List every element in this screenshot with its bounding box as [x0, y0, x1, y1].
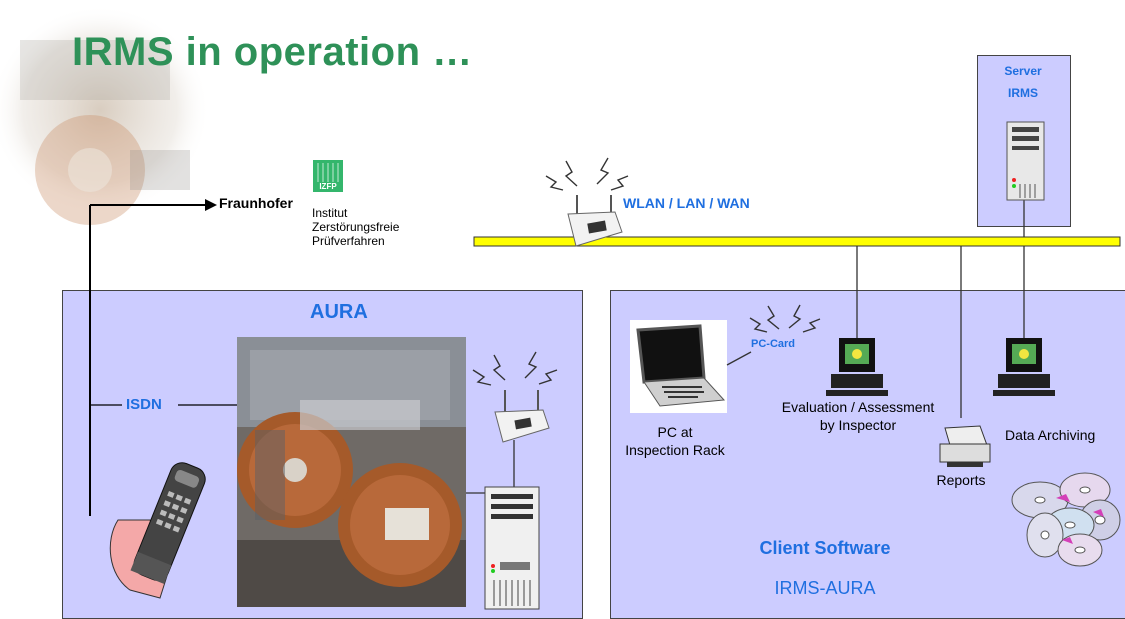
client-software-title: Client Software	[759, 538, 891, 558]
aura-title: AURA	[310, 301, 368, 323]
fraunhofer-brand: Fraunhofer	[219, 195, 293, 211]
pc-card-line	[726, 351, 752, 366]
isdn-label: ISDN	[126, 396, 162, 413]
slide-title: IRMS in operation …	[72, 30, 473, 74]
isdn-arrow-head	[205, 199, 217, 211]
wlan-access-point-icon	[545, 157, 629, 247]
eval-workstation-icon	[826, 338, 888, 396]
laptop-icon	[630, 320, 727, 413]
izfp-badge-text: IZFP	[319, 182, 337, 191]
pc-label-line2: Inspection Rack	[625, 442, 725, 458]
institute-line1: Institut	[312, 206, 348, 220]
archive-workstation-icon	[993, 338, 1055, 396]
reports-label: Reports	[936, 472, 986, 488]
isdn-phone-icon	[109, 462, 206, 599]
eval-label-line2: by Inspector	[819, 417, 897, 433]
aura-pc-tower-icon	[484, 486, 540, 610]
server-label-line2: IRMS	[1008, 86, 1038, 100]
server-tower-icon	[1006, 121, 1045, 201]
aura-access-point-icon	[472, 351, 558, 443]
cd-stack-icon	[1011, 472, 1121, 567]
eval-label-line1: Evaluation / Assessment	[781, 399, 935, 415]
server-label-line1: Server	[1004, 64, 1042, 78]
pc-label-line1: PC at	[657, 424, 693, 440]
printer-icon	[939, 425, 991, 467]
institute-line3: Prüfverfahren	[312, 234, 385, 248]
pc-card-signal-icon	[749, 304, 821, 333]
archiving-label: Data Archiving	[1005, 427, 1096, 443]
network-label: WLAN / LAN / WAN	[623, 195, 750, 211]
pc-card-label: PC-Card	[751, 338, 796, 350]
izfp-logo	[313, 160, 343, 192]
aura-robot-photo	[237, 337, 466, 607]
institute-line2: Zerstörungsfreie	[312, 220, 400, 234]
network-bus	[473, 236, 1121, 247]
faded-machine-photo	[0, 5, 210, 225]
product-name: IRMS-AURA	[774, 578, 876, 598]
